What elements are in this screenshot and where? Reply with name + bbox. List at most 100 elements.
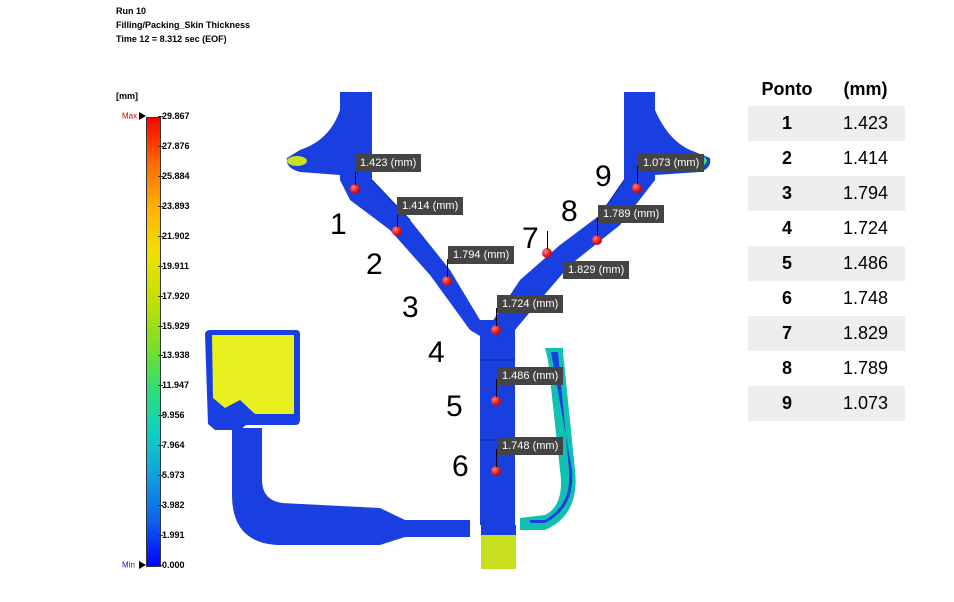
measurement-point-marker	[542, 248, 552, 258]
table-row: 2 1.414	[748, 141, 905, 176]
legend-max-label: Max	[122, 111, 138, 121]
legend-tickmark	[158, 235, 163, 237]
results-table: Ponto (mm) 1 1.423 2 1.414 3 1.794 4 1.724 5 1.48…	[748, 72, 905, 421]
point-number-label: 5	[446, 390, 463, 423]
table-row: 4 1.724	[748, 211, 905, 246]
legend-tickmark	[158, 445, 163, 447]
callout-leader-line	[397, 209, 398, 227]
callout-leader-line	[637, 166, 638, 184]
max-arrow-icon	[139, 112, 146, 120]
table-row: 5 1.486	[748, 246, 905, 281]
cell-point: 1	[781, 113, 792, 133]
measurement-point-marker	[592, 235, 602, 245]
color-scale-bar	[146, 117, 161, 567]
thickness-callout: 1.789 (mm)	[598, 205, 665, 223]
cell-point: 8	[781, 358, 792, 378]
result-name: Filling/Packing_Skin Thickness	[116, 20, 251, 30]
table-row: 3 1.794	[748, 176, 905, 211]
legend-min-label: Min	[122, 560, 135, 570]
measurement-point-marker	[392, 226, 402, 236]
measurement-point-marker	[632, 183, 642, 193]
measurement-point-marker	[442, 276, 452, 286]
left-branch	[340, 92, 515, 345]
legend-tick: 23.893	[162, 200, 190, 211]
measurement-point-marker	[491, 396, 501, 406]
thickness-callout: 1.794 (mm)	[448, 246, 515, 264]
legend-tick: 5.973	[162, 470, 185, 481]
time-label: Time 12 = 8.312 sec (EOF)	[116, 34, 227, 44]
point-number-label: 2	[366, 248, 383, 281]
callout-leader-line	[447, 259, 448, 277]
legend-tickmark	[158, 265, 163, 267]
cell-point: 7	[781, 323, 792, 343]
legend-tick: 11.947	[162, 380, 190, 391]
legend-tick: 15.929	[162, 320, 190, 331]
callout-leader-line	[355, 167, 356, 185]
main-runner	[480, 320, 515, 525]
thickness-callout: 1.724 (mm)	[497, 295, 564, 313]
right-branch	[492, 92, 655, 330]
legend-tick: 25.884	[162, 170, 190, 181]
legend-tick: 29.867	[162, 111, 190, 121]
measurement-point-marker	[491, 325, 501, 335]
legend-tickmark	[158, 325, 163, 327]
cell-thickness: 1.724	[842, 218, 889, 238]
result-header: Run 10 Filling/Packing_Skin Thickness Ti…	[116, 4, 250, 46]
cell-point: 5	[781, 253, 792, 273]
cell-point: 4	[781, 218, 792, 238]
legend-tickmark	[158, 295, 163, 297]
table-row: 8 1.789	[748, 351, 905, 386]
point-number-label: 9	[595, 160, 612, 193]
legend-tick: 17.920	[162, 290, 190, 301]
legend-tickmark	[158, 355, 163, 357]
legend-tick: 1.991	[162, 530, 185, 541]
cell-point: 3	[781, 183, 792, 203]
legend-tick: 0.000	[162, 560, 185, 570]
legend-tick: 3.982	[162, 500, 185, 511]
cell-thickness: 1.073	[842, 393, 889, 413]
legend-tickmark	[158, 116, 163, 117]
point-number-label: 1	[330, 208, 347, 241]
callout-leader-line	[496, 308, 497, 326]
thickness-callout: 1.486 (mm)	[497, 367, 564, 385]
thickness-callout: 1.748 (mm)	[497, 437, 564, 455]
cell-thickness: 1.789	[842, 358, 889, 378]
thickness-callout: 1.414 (mm)	[397, 197, 464, 215]
point-number-label: 4	[428, 336, 445, 369]
point-number-label: 7	[522, 222, 539, 255]
legend-tick: 7.964	[162, 440, 185, 451]
legend-tickmark	[158, 565, 163, 566]
callout-leader-line	[597, 218, 598, 236]
legend-tick: 21.902	[162, 230, 190, 241]
point-number-label: 6	[452, 450, 469, 483]
legend-tickmark	[158, 535, 163, 537]
legend-tickmark	[158, 145, 163, 147]
legend-tickmark	[158, 505, 163, 507]
legend-tick: 13.938	[162, 350, 190, 361]
measurement-point-marker	[491, 466, 501, 476]
legend-tick: 19.911	[162, 260, 190, 271]
thickness-callout: 1.829 (mm)	[563, 261, 630, 279]
thickness-callout: 1.423 (mm)	[355, 154, 422, 172]
callout-leader-line	[547, 231, 548, 249]
header-mm: (mm)	[843, 78, 888, 99]
legend-tick: 27.876	[162, 140, 190, 151]
table-row: 1 1.423	[748, 106, 905, 141]
header-point: Ponto	[761, 78, 813, 99]
min-arrow-icon	[139, 561, 146, 569]
legend-tickmark	[158, 385, 163, 387]
callout-leader-line	[496, 449, 497, 467]
cell-thickness: 1.794	[842, 183, 889, 203]
measurement-point-marker	[350, 184, 360, 194]
cell-thickness: 1.423	[842, 113, 889, 133]
cell-thickness: 1.414	[842, 148, 889, 168]
legend-tickmark	[158, 175, 163, 177]
cell-thickness: 1.486	[842, 253, 889, 273]
cell-point: 2	[781, 148, 792, 168]
legend-tickmark	[158, 475, 163, 477]
cell-thickness: 1.748	[842, 288, 889, 308]
